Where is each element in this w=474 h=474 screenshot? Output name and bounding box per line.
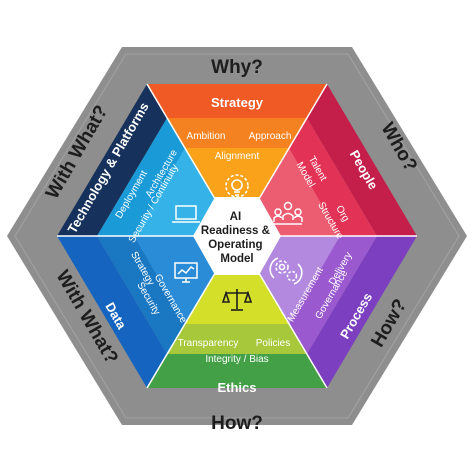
- center-line-3: Operating: [208, 239, 262, 251]
- people-outer-band: [307, 84, 417, 236]
- ethics-item-policies: Policies: [256, 338, 290, 349]
- ethics-item-integrity-bias: Integrity / Bias: [205, 354, 268, 365]
- strategy-outer-band: [147, 84, 327, 118]
- process-gears-icon: [269, 257, 303, 285]
- lightbulb-gear-icon: [225, 174, 249, 198]
- balance-scale-icon: [221, 289, 253, 311]
- ethics-item-transparency: Transparency: [178, 338, 239, 349]
- strategy-item-approach: Approach: [249, 131, 292, 142]
- analytics-monitor-icon: [174, 262, 198, 283]
- strategy-item-ambition: Ambition: [187, 131, 226, 142]
- laptop-icon: [172, 205, 200, 223]
- strategy-title: Strategy: [211, 95, 264, 110]
- technology-outer-band: [57, 84, 167, 236]
- center-line-1: AI: [230, 211, 242, 223]
- ethics-title: Ethics: [217, 380, 256, 395]
- ethics-outer-band: [147, 354, 327, 388]
- outer-label-bottom: How?: [211, 413, 263, 434]
- center-line-2: Readiness &: [201, 225, 270, 237]
- ethics-inner-core: [185, 236, 289, 324]
- center-line-4: Model: [220, 253, 253, 265]
- people-network-icon: [273, 201, 303, 225]
- center-title: AI Readiness & Operating Model: [201, 211, 273, 265]
- data-outer-band: [57, 236, 167, 388]
- strategy-item-alignment: Alignment: [215, 151, 260, 162]
- center-hexagon: [193, 197, 281, 275]
- process-outer-band: [307, 236, 417, 388]
- outer-grey-hexagon-inner-edge: [14, 53, 460, 419]
- outer-label-top: Why?: [211, 57, 263, 78]
